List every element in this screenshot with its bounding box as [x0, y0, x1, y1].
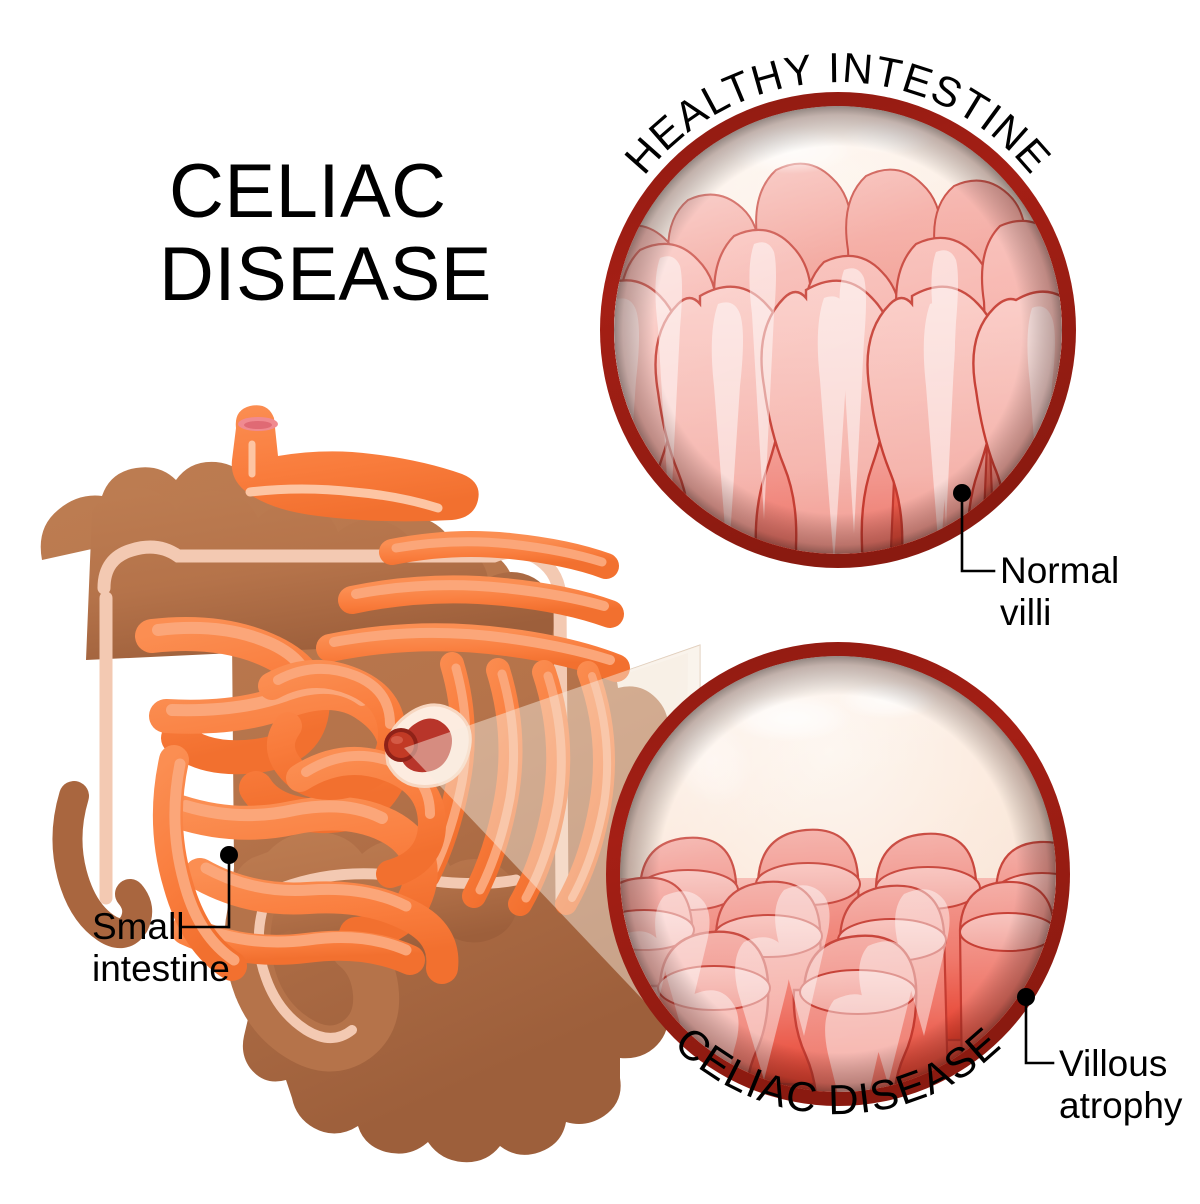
normal-villi-leader-dot: [953, 484, 971, 502]
si-coil-4: [184, 858, 459, 984]
small-intestine-leader-dot: [220, 846, 238, 864]
duodenum-opening-inner: [244, 421, 272, 429]
villous-atrophy-label-line1: Villous: [1059, 1043, 1167, 1084]
callout-villous-atrophy: Villous atrophy: [1017, 988, 1183, 1126]
page-title: CELIAC DISEASE: [159, 149, 492, 317]
si-left-run: [152, 745, 247, 981]
villous-atrophy-label-line2: atrophy: [1059, 1085, 1183, 1126]
transverse-colon: [86, 487, 556, 660]
celiac-disease-magnified: [606, 642, 1070, 1106]
celiac-circle-contents: [620, 656, 1056, 1092]
title-line-2: DISEASE: [159, 232, 492, 317]
healthy-inner-bevel: [614, 106, 1062, 554]
appendix: [52, 781, 153, 949]
intestine-illustration: [40, 405, 700, 1163]
rectum: [224, 883, 400, 1072]
normal-villi-label-line1: Normal: [1000, 550, 1119, 591]
villous-atrophy-leader-dot: [1017, 988, 1035, 1006]
si-coil-3-hl: [180, 800, 388, 824]
si-zig-1-hl: [273, 663, 395, 729]
normal-villi-label-line2: villi: [1000, 592, 1051, 633]
small-intestine-label-line2: intestine: [92, 948, 230, 989]
duodenum-highlight-2: [245, 484, 443, 513]
small-intestine-coils: [135, 531, 630, 984]
si-coil-4-hl: [200, 862, 412, 912]
si-vert-4-hl: [568, 672, 612, 902]
villous-atrophy-leader-line: [1024, 1000, 1055, 1065]
si-coil-1: [135, 617, 330, 775]
cut-section-marker: [384, 703, 472, 789]
si-vert-2-hl: [475, 669, 519, 895]
normal-villi-leader-line: [960, 496, 996, 573]
marker-dot-highlight: [391, 736, 403, 744]
small-intestine-leader-line: [179, 858, 231, 929]
callout-normal-villi: Normal villi: [953, 484, 1119, 633]
title-line-1: CELIAC: [169, 149, 447, 234]
si-loop-u2-hl: [351, 580, 609, 611]
si-loop-u1-hl: [391, 537, 607, 567]
si-loop-u3-hl: [329, 627, 615, 665]
small-intestine-label-line1: Small: [92, 906, 185, 947]
callout-small-intestine: Small intestine: [92, 846, 238, 989]
si-vert-3-hl: [521, 671, 566, 903]
stomach-outlet: [231, 405, 479, 522]
si-left-run-hl: [169, 758, 240, 966]
si-vert-1-hl: [429, 663, 471, 875]
cut-lumen: [399, 718, 452, 773]
si-lower-loop-hl: [186, 918, 412, 956]
celiac-inner-bevel: [620, 656, 1056, 1092]
